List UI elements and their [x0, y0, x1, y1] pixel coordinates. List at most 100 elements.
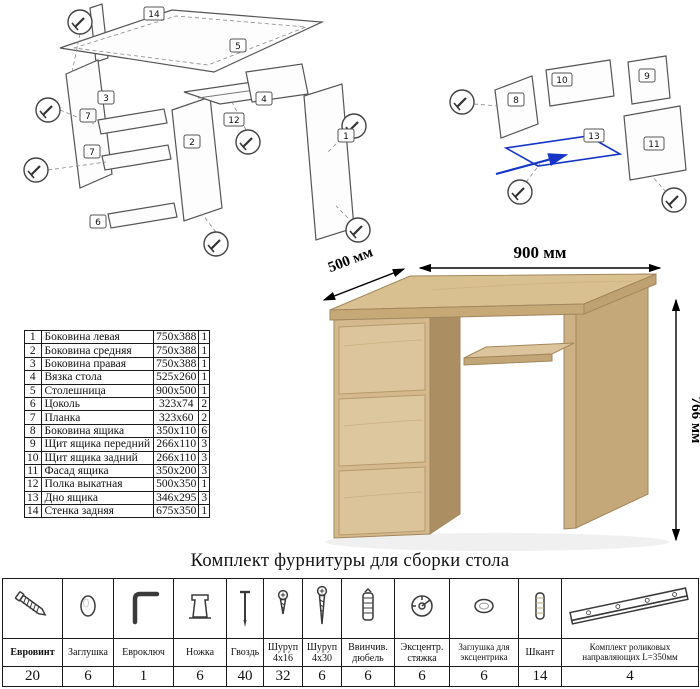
part-name-cell: Боковина правая: [40, 356, 155, 372]
part-size-cell: 350x200: [153, 463, 200, 479]
hardware-name-cell: Шкант: [518, 638, 562, 667]
part-number-cell: 11: [24, 463, 42, 479]
hardware-qty-cell: 6: [302, 666, 342, 687]
part-number-label: 10: [551, 72, 573, 87]
part-size-cell: 750x388: [153, 356, 200, 372]
part-number-cell: 5: [24, 383, 42, 398]
hardware-icon-cell: [2, 578, 63, 639]
hardware-icon-cell: [113, 578, 174, 639]
part-number-label: 11: [643, 136, 665, 151]
dimension-depth-label: 500 мм: [326, 244, 375, 276]
hardware-icon-cell: [302, 578, 342, 639]
hardware-icon-row: [2, 578, 699, 639]
hardware-name-cell: Евровинт: [2, 638, 63, 667]
part-size-cell: 750x388: [153, 329, 200, 345]
part-qty-cell: 6: [198, 423, 211, 439]
part-size-cell: 266x110: [153, 437, 200, 452]
hardware-name-cell: Гвоздь: [226, 638, 264, 667]
part-qty-cell: 3: [198, 450, 211, 465]
part-name-cell: Щит ящика передний: [40, 437, 155, 452]
svg-text:13: 13: [588, 132, 599, 142]
part-number-cell: 14: [24, 504, 42, 519]
part-name-cell: Дно ящика: [40, 490, 155, 506]
tabletop-panel: [59, 9, 325, 73]
part-qty-cell: 1: [198, 477, 211, 492]
euro-screw-icon: [14, 591, 46, 616]
part-name-cell: Боковина левая: [40, 329, 155, 345]
part-size-cell: 500x350: [153, 477, 200, 492]
part-qty-cell: 3: [198, 437, 211, 452]
part-number-cell: 1: [24, 329, 42, 345]
part-size-cell: 750x388: [153, 343, 200, 358]
hardware-icon-cell: [341, 578, 395, 639]
part-name-cell: Полка выкатная: [40, 477, 155, 492]
part-size-cell: 323x74: [153, 396, 200, 412]
screw-callout-icon: [507, 179, 533, 205]
part-number-label: 1: [337, 128, 355, 143]
hardware-icon-cell: [561, 578, 699, 639]
svg-text:2: 2: [189, 138, 195, 148]
part-size-cell: 525x260: [153, 370, 200, 385]
part-name-cell: Боковина средняя: [40, 343, 155, 358]
hardware-kit-title: Комплект фурнитуры для сборки стола: [190, 551, 510, 571]
screw-callout-icon: [449, 89, 475, 115]
svg-text:14: 14: [148, 10, 160, 20]
part-qty-cell: 2: [198, 410, 211, 425]
part-name-cell: Щит ящика задний: [40, 450, 155, 465]
part-name-cell: Фасад ящика: [40, 463, 155, 479]
screw-in-dowel-icon: [362, 587, 374, 621]
part-name-cell: Стенка задняя: [40, 504, 155, 519]
nail-icon: [240, 590, 250, 627]
slat-panel: [101, 144, 172, 171]
part-number-label: 3: [97, 90, 115, 105]
part-size-cell: 675x350: [153, 504, 200, 519]
hardware-icon-cell: [62, 578, 114, 639]
svg-text:7: 7: [85, 112, 91, 122]
drawer-side-panel: [494, 75, 539, 139]
part-number-cell: 9: [24, 437, 42, 452]
hardware-icon-cell: [394, 578, 450, 639]
svg-text:7: 7: [89, 148, 95, 158]
svg-text:9: 9: [644, 72, 650, 82]
part-name-cell: Цоколь: [40, 396, 155, 412]
exploded-diagram-drawer: 10 8 13 9 11: [449, 55, 687, 213]
svg-text:3: 3: [103, 94, 109, 104]
drawer-slide-icon: [569, 587, 689, 625]
part-qty-cell: 1: [198, 356, 211, 372]
leg-icon: [189, 594, 211, 619]
hardware-qty-row: 20 6 1 6 40 32 6 6 6 6 14 4: [2, 666, 699, 687]
part-size-cell: 346x295: [153, 490, 200, 506]
screw-callout-icon: [67, 9, 93, 35]
svg-text:12: 12: [228, 116, 239, 126]
svg-text:6: 6: [95, 218, 101, 228]
part-name-cell: Боковина ящика: [40, 423, 155, 439]
part-qty-cell: 1: [198, 504, 211, 519]
screw-callout-icon: [23, 157, 49, 183]
drawer-back-panel: [545, 59, 615, 107]
part-name-cell: Столешница: [40, 383, 155, 398]
eccentric-cam-icon: [411, 595, 433, 617]
hardware-icon-cell: [173, 578, 227, 639]
hardware-name-cell: Заглушка для эксцентрика: [449, 638, 519, 667]
part-number-cell: 13: [24, 490, 42, 506]
part-number-cell: 8: [24, 423, 42, 439]
screw-4x16-icon: [277, 589, 289, 615]
tie-panel: [245, 63, 309, 103]
part-qty-cell: 1: [198, 383, 211, 398]
part-number-label: 6: [89, 214, 107, 229]
hardware-name-cell: Комплект роликовых направляющих L=350мм: [561, 638, 699, 667]
part-number-cell: 10: [24, 450, 42, 465]
part-number-label: 8: [507, 92, 525, 107]
drawer-bottom-panel: [503, 135, 623, 167]
hardware-name-cell: Шуруп 4x30: [302, 638, 342, 667]
hardware-icon-cell: [263, 578, 303, 639]
